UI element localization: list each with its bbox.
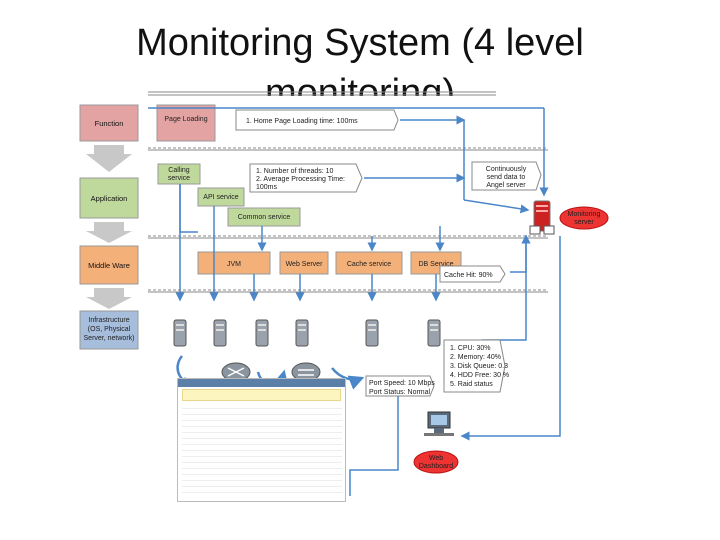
- server-icons: [173, 319, 441, 347]
- page-loading-label: Page Loading: [164, 116, 207, 123]
- api-service-box: [197, 187, 245, 207]
- infrastructure-note-4: 4. HDD Free: 30 %: [450, 372, 509, 379]
- application-note-text-2: 2. Average Processing Time:: [256, 176, 345, 183]
- application-note: [249, 163, 363, 193]
- slide-title-line1: Monitoring System (4 level: [136, 22, 584, 64]
- dashboard-thumbnail-alert: [182, 389, 341, 401]
- router-icon: [221, 362, 251, 382]
- cache-hit-note: [439, 265, 506, 283]
- switch-icon: [291, 362, 321, 382]
- send-data-text-3: Angel server: [486, 182, 526, 189]
- web-dashboard-badge: [413, 450, 459, 474]
- layer-function-box: [79, 104, 139, 142]
- slide-title: Monitoring System (4 level monitoring): [0, 18, 720, 96]
- calling-service-label-1: Calling: [168, 167, 190, 174]
- web-dashboard-icon: [424, 411, 454, 436]
- server-icon: [295, 319, 309, 347]
- port-status-text-1: Port Speed: 10 Mbps: [369, 380, 435, 387]
- page-loading-note-text: 1. Home Page Loading time: 100ms: [246, 118, 358, 125]
- web-server-label: Web Server: [286, 261, 323, 268]
- server-icon: [213, 319, 227, 347]
- layer-infrastructure-box: [79, 310, 139, 350]
- layer-application-box: [79, 177, 139, 219]
- db-service-label: DB Service: [418, 261, 453, 268]
- layer-arrow-2: [86, 222, 132, 243]
- monitoring-server-icon: [529, 200, 555, 235]
- web-server-box: [279, 251, 329, 275]
- infrastructure-note-5: 5. Raid status: [450, 381, 493, 388]
- web-dashboard-label-2: Dashboard: [419, 463, 453, 470]
- dashboard-thumbnail: [177, 378, 346, 502]
- layer-middleware-label: Middle Ware: [88, 261, 130, 270]
- web-dashboard-label-1: Web: [429, 455, 443, 462]
- server-icon: [365, 319, 379, 347]
- layer-arrow-3: [86, 288, 132, 309]
- cache-service-label: Cache service: [347, 261, 391, 268]
- server-icon: [173, 319, 187, 347]
- application-note-text-1: 1. Number of threads: 10: [256, 168, 334, 175]
- infrastructure-note-3: 3. Disk Queue: 0.3: [450, 363, 508, 370]
- dashboard-thumbnail-table: [182, 403, 342, 493]
- layer-infrastructure-label-2: (OS, Physical: [88, 326, 131, 333]
- jvm-label: JVM: [227, 261, 241, 268]
- common-service-box: [227, 207, 301, 227]
- infrastructure-note-2: 2. Memory: 40%: [450, 354, 501, 361]
- common-service-label: Common service: [238, 214, 291, 221]
- layer-function-label: Function: [95, 119, 124, 128]
- api-service-label: API service: [203, 194, 239, 201]
- page-loading-note: [235, 109, 399, 131]
- layer-middleware-box: [79, 245, 139, 285]
- layer-infrastructure-label-1: Infrastructure: [88, 317, 129, 324]
- page-loading-box: [156, 104, 216, 142]
- infrastructure-note: [443, 339, 506, 393]
- port-status-note: [365, 375, 435, 397]
- send-data-text-2: send data to: [487, 174, 526, 181]
- monitoring-server-label-2: server: [574, 219, 594, 226]
- layer-application-label: Application: [91, 194, 128, 203]
- send-data-note: [471, 161, 542, 191]
- jvm-box: [197, 251, 271, 275]
- send-data-text-1: Continuously: [486, 166, 527, 173]
- refresh-arrow-icon: [331, 367, 365, 390]
- cache-service-box: [335, 251, 403, 275]
- dashboard-thumbnail-header: [178, 379, 345, 387]
- layer-arrow-1: [86, 145, 132, 172]
- infrastructure-note-1: 1. CPU: 30%: [450, 345, 490, 352]
- monitoring-server-label-1: Monitoring: [568, 211, 601, 218]
- port-status-text-2: Port Status: Normal: [369, 389, 431, 396]
- calling-service-box: [157, 163, 201, 185]
- calling-service-label-2: service: [168, 175, 190, 182]
- cache-hit-note-text: Cache Hit: 90%: [444, 272, 493, 279]
- layer-infrastructure-label-3: Server, network): [84, 335, 135, 342]
- application-note-text-3: 100ms: [256, 184, 278, 191]
- server-icon: [427, 319, 441, 347]
- monitoring-server-badge: [559, 206, 609, 230]
- server-icon: [255, 319, 269, 347]
